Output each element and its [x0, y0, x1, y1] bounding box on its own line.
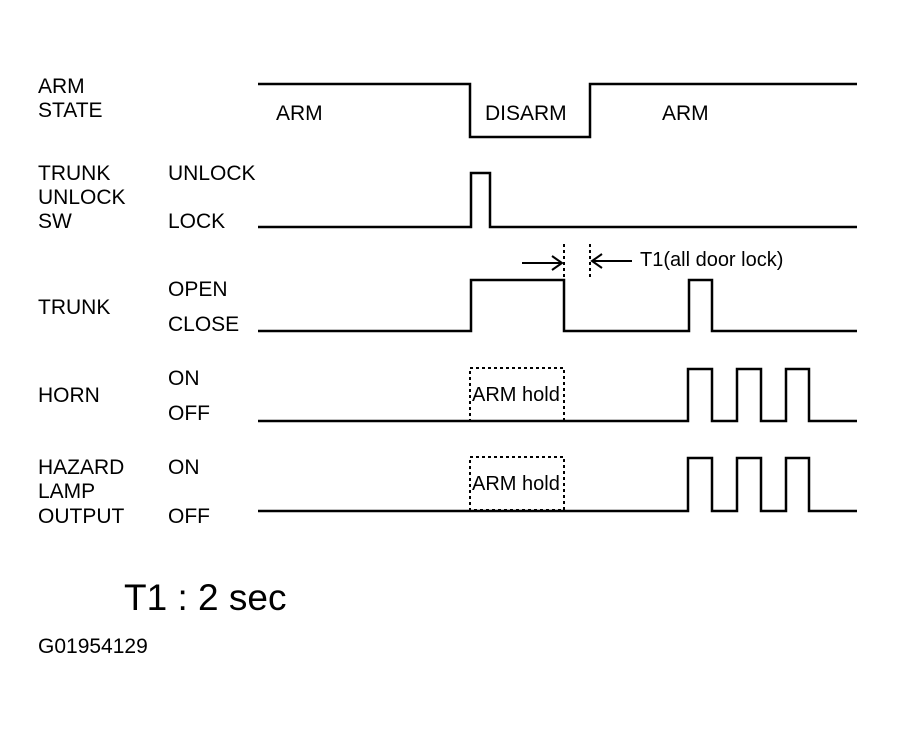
hazard-low-state: OFF [168, 505, 210, 528]
arm-state-segment-arm-1: ARM [276, 102, 323, 125]
hazard-label-2: LAMP [38, 480, 95, 503]
trunk-unlock-sw-low-state: LOCK [168, 210, 225, 233]
figure-code: G01954129 [38, 635, 148, 658]
arm-state-label-1: ARM [38, 75, 85, 98]
trunk-unlock-sw-label-3: SW [38, 210, 72, 233]
horn-arm-hold-label: ARM hold [472, 384, 560, 406]
trunk-label: TRUNK [38, 296, 110, 319]
hazard-waveform [258, 456, 857, 513]
arm-state-segment-arm-2: ARM [662, 102, 709, 125]
t1-right-arrow-icon [522, 255, 564, 271]
arm-state-waveform [258, 82, 857, 139]
trunk-waveform [258, 278, 857, 333]
arm-state-label-2: STATE [38, 99, 103, 122]
trunk-unlock-sw-waveform [258, 171, 857, 229]
hazard-high-state: ON [168, 456, 200, 479]
t1-footnote: T1 : 2 sec [124, 577, 286, 618]
trunk-unlock-sw-label-1: TRUNK [38, 162, 110, 185]
hazard-label-1: HAZARD [38, 456, 124, 479]
horn-waveform [258, 367, 857, 423]
trunk-unlock-sw-high-state: UNLOCK [168, 162, 256, 185]
hazard-label-3: OUTPUT [38, 505, 125, 528]
trunk-low-state: CLOSE [168, 313, 239, 336]
hazard-arm-hold-label: ARM hold [472, 473, 560, 495]
horn-label: HORN [38, 384, 100, 407]
t1-left-arrow-icon [590, 253, 632, 269]
trunk-high-state: OPEN [168, 278, 228, 301]
t1-annotation-label: T1(all door lock) [640, 249, 783, 271]
trunk-unlock-sw-label-2: UNLOCK [38, 186, 126, 209]
horn-low-state: OFF [168, 402, 210, 425]
arm-state-segment-disarm: DISARM [485, 102, 567, 125]
horn-high-state: ON [168, 367, 200, 390]
